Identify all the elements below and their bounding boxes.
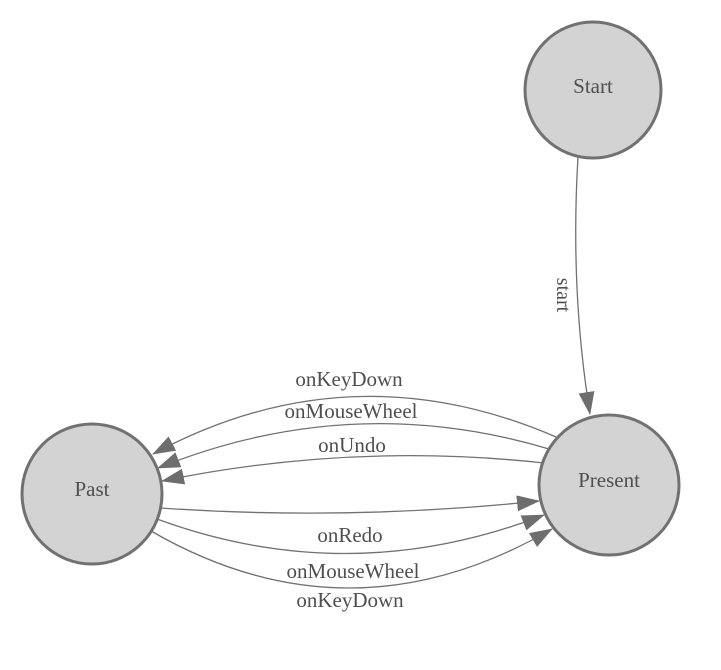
edge-past-to-present-onkeydown <box>150 528 553 589</box>
node-start[interactable]: Start <box>523 20 663 160</box>
edge-past-to-present-onmousewheel <box>156 514 545 555</box>
node-present-circle[interactable] <box>537 413 681 557</box>
edge-present-to-past-onmousewheel <box>157 422 550 469</box>
edge-layer <box>150 156 595 589</box>
node-past-circle[interactable] <box>20 422 164 566</box>
node-past-label: Past <box>74 477 109 501</box>
node-present[interactable]: Present <box>537 413 681 557</box>
edge-label-layer: start onKeyDown onMouseWheel onUndo onRe… <box>285 278 574 612</box>
node-present-label: Present <box>578 468 640 492</box>
edge-label-onundo: onUndo <box>318 433 386 457</box>
edge-label-onmousewheel-top: onMouseWheel <box>285 399 418 423</box>
node-start-circle[interactable] <box>523 20 663 160</box>
edge-start-to-present <box>575 156 595 415</box>
node-start-label: Start <box>573 74 613 98</box>
edge-present-to-past-onundo <box>161 455 545 485</box>
edge-label-onkeydown-top: onKeyDown <box>295 367 403 391</box>
edge-label-start: start <box>552 278 574 313</box>
edge-present-to-past-onkeydown <box>152 395 557 455</box>
edge-label-onmousewheel-bottom: onMouseWheel <box>287 559 420 583</box>
node-past[interactable]: Past <box>20 422 164 566</box>
edge-label-onredo: onRedo <box>317 523 382 547</box>
edge-label-onkeydown-bottom: onKeyDown <box>296 588 404 612</box>
edge-past-to-present-onredo <box>159 495 540 514</box>
